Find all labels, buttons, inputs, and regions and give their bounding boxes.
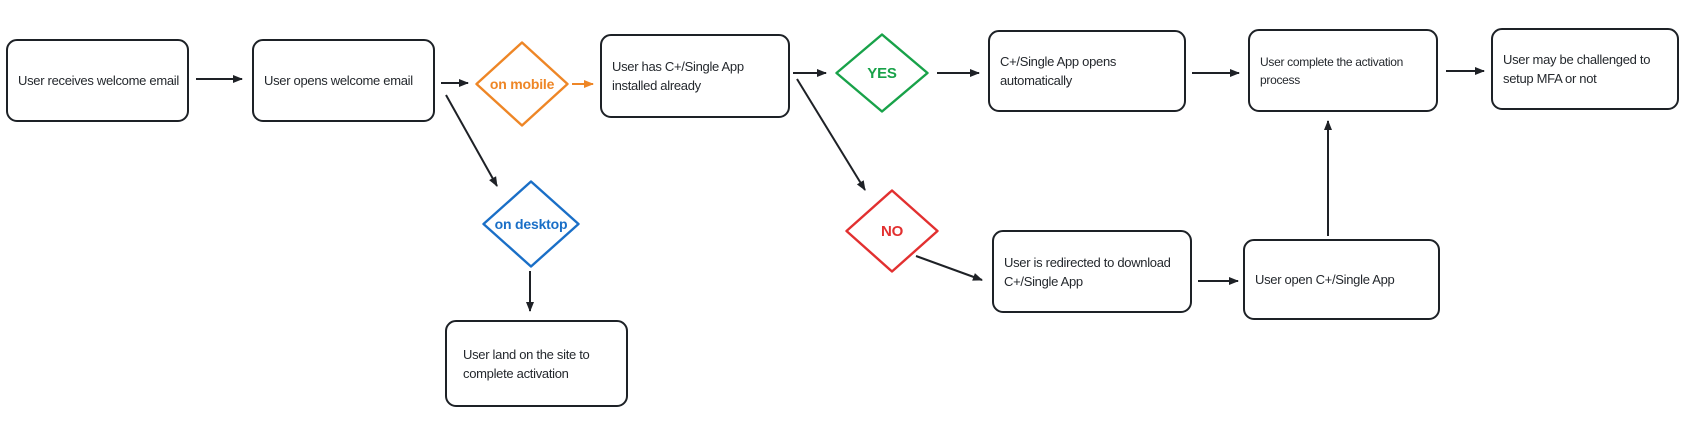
box-user-completes-activation: User complete the activation process [1248,29,1438,112]
diamond-shape [845,189,939,273]
decision-no: NO [844,188,940,274]
diamond-shape [475,41,569,127]
box-label: User may be challenged to [1503,52,1651,67]
box-user-opens-app: User open C+/Single App [1243,239,1440,320]
box-label: User has C+/Single App [612,59,744,74]
decision-on-mobile: on mobile [474,40,570,128]
decision-yes: YES [834,32,930,114]
decision-label: on mobile [489,76,555,92]
box-label: C+/Single App opens [1000,54,1117,69]
decision-label: NO [880,222,904,240]
box-label: User opens welcome email [264,73,413,88]
arrow-has-app-to-no [796,78,866,191]
decision-label: on desktop [494,216,568,232]
arrow-no-to-redirect [915,255,983,281]
box-redirect-to-download: User is redirected to download C+/Single… [992,230,1192,313]
box-mfa-challenge: User may be challenged to setup MFA or n… [1491,28,1679,110]
box-label: User receives welcome email [18,73,179,88]
box-label: C+/Single App [1004,273,1083,289]
box-label: User land on the site to [463,346,590,362]
decision-on-desktop: on desktop [481,179,581,269]
box-label: User complete the activation [1260,54,1404,69]
box-user-receives-welcome-email: User receives welcome email [6,39,189,122]
box-label: complete activation [463,365,569,381]
box-label: installed already [612,78,701,93]
box-user-opens-welcome-email: User opens welcome email [252,39,435,122]
decision-label: YES [867,64,897,82]
box-label: User is redirected to download [1004,254,1171,270]
arrow-opens-to-on-desktop [445,94,498,187]
box-label: setup MFA or not [1503,71,1597,86]
diamond-shape [835,33,929,113]
box-user-lands-on-site: User land on the site to complete activa… [445,320,628,407]
box-user-has-app-installed: User has C+/Single App installed already [600,34,790,118]
box-app-opens-automatically: C+/Single App opens automatically [988,30,1186,112]
diamond-shape [482,180,580,268]
box-label: automatically [1000,73,1072,88]
box-label: User open C+/Single App [1255,272,1395,287]
box-label: process [1260,72,1300,87]
